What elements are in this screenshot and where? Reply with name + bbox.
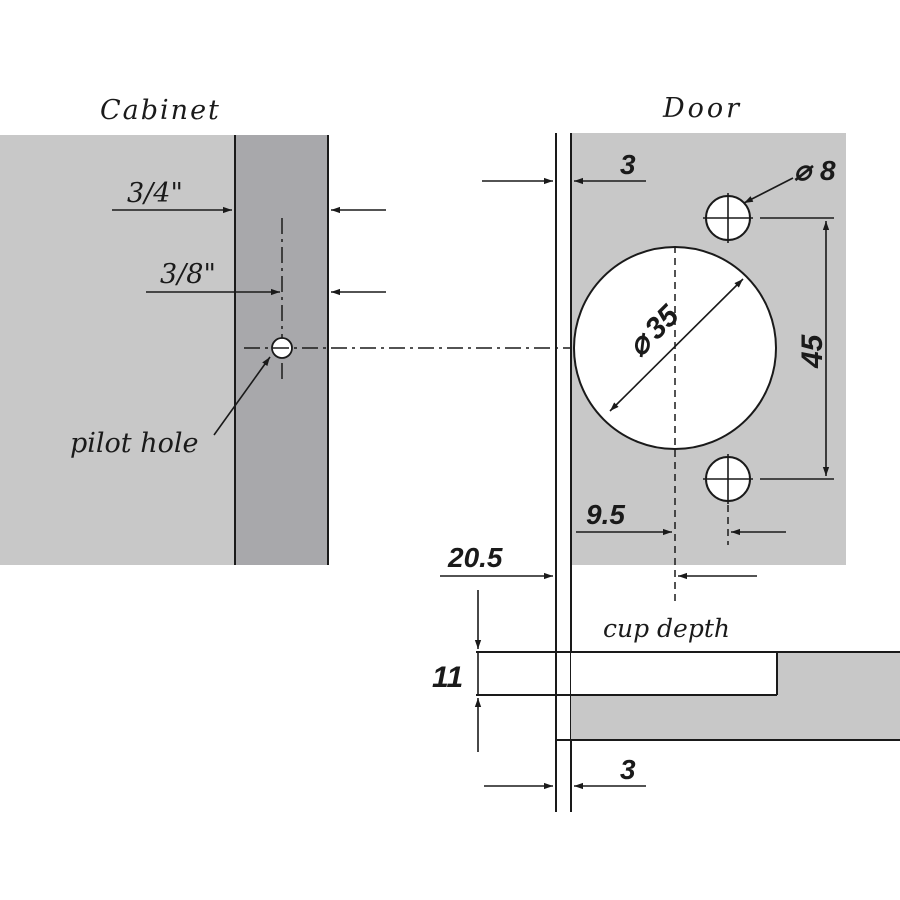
cup-pocket <box>571 652 777 695</box>
cabinet-side-panel <box>0 135 235 565</box>
edge-distance-value: 20.5 <box>447 542 503 573</box>
small-hole-diameter-symbol: ⌀ <box>794 155 814 186</box>
cup-depth-section: cup depth 11 3 <box>432 590 900 790</box>
cup-depth-value: 11 <box>432 661 463 694</box>
cup-offset-value: 9.5 <box>586 499 625 530</box>
pilot-hole-leader <box>213 356 271 436</box>
top-gap-value: 3 <box>620 149 636 180</box>
hole-spacing-value: 45 <box>796 333 829 369</box>
cabinet-label: Cabinet <box>100 95 221 126</box>
panel-thickness-label: 3/4" <box>127 178 183 209</box>
small-hole-diameter-leader <box>743 177 794 204</box>
cup-diameter-line <box>609 278 744 412</box>
cup-depth-label: cup depth <box>603 614 730 643</box>
hole-offset-label: 3/8" <box>160 259 216 290</box>
bottom-gap-value: 3 <box>620 754 636 785</box>
door-label: Door <box>662 93 742 124</box>
small-hole-diameter-value: 8 <box>820 155 836 186</box>
cabinet-section: Cabinet 3/4" 3/8" pilot hole <box>0 95 386 565</box>
door-section: Door 3 ⌀ 35 ⌀ 8 45 9.5 <box>440 93 846 812</box>
pilot-hole-label: pilot hole <box>70 428 199 459</box>
